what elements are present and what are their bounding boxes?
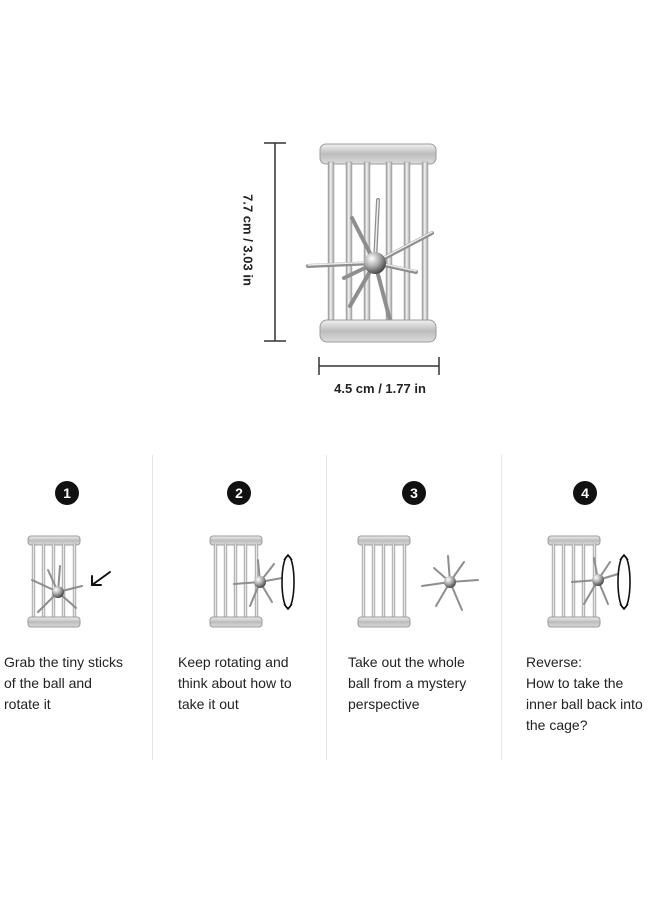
step-divider [152,455,153,760]
step-2-text: Keep rotating and think about how to tak… [178,654,292,712]
step-1-text: Grab the tiny sticks of the ball and rot… [4,654,124,712]
product-image [300,138,450,348]
step-3-image [352,530,492,630]
step-4-image [538,530,648,630]
step-3-text: Take out the whole ball from a mystery p… [348,654,467,712]
step-divider [501,455,502,760]
width-dimension-line [318,356,440,376]
height-dimension-line [262,142,288,342]
step-3-number: 3 [402,481,426,505]
step-1-image [18,530,118,630]
height-label: 7.7 cm / 3.03 in [240,194,256,286]
step-2-image [200,530,310,630]
step-divider [326,455,327,760]
width-label: 4.5 cm / 1.77 in [334,381,426,396]
rotate-arrow-icon [281,553,295,611]
rotate-arrow-icon [617,553,631,611]
step-1-number: 1 [55,481,79,505]
arrow-icon [91,571,111,586]
step-4-number: 4 [573,481,597,505]
step-2-number: 2 [227,481,251,505]
step-4-text: Reverse: How to take the inner ball back… [526,654,643,733]
